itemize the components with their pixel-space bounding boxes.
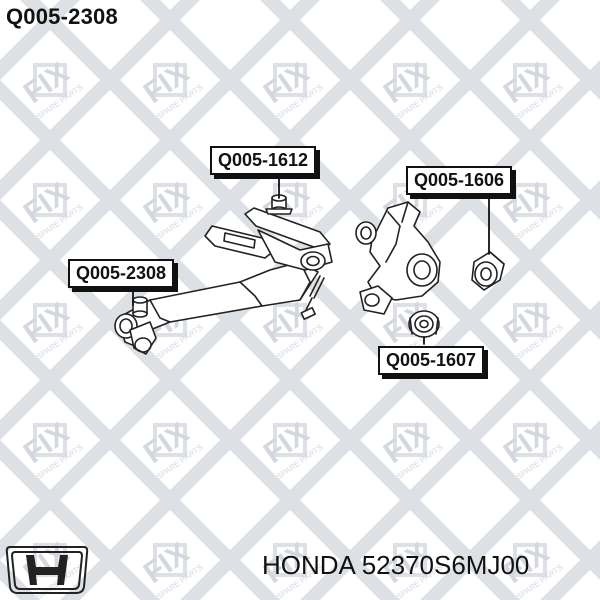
footer-make: HONDA [262, 550, 355, 580]
bushing-q005-1607 [408, 310, 440, 338]
footer-oem-reference: HONDA 52370S6MJ00 [262, 550, 529, 581]
mounting-bolt [300, 275, 325, 320]
bushing-q005-2308 [114, 296, 157, 355]
callout-q005-1607: Q005-1607 [378, 346, 485, 375]
footer-oem-number: 52370S6MJ00 [361, 550, 530, 580]
callout-q005-1612: Q005-1612 [210, 146, 317, 175]
callout-q005-2308: Q005-2308 [68, 259, 175, 288]
callout-leader-lines [132, 171, 490, 345]
honda-logo [5, 546, 89, 594]
callout-q005-1606: Q005-1606 [406, 166, 513, 195]
part-number-title: Q005-2308 [6, 4, 118, 29]
rear-knuckle [355, 201, 441, 315]
upper-control-links [204, 207, 333, 271]
bushing-q005-1606 [471, 251, 505, 291]
